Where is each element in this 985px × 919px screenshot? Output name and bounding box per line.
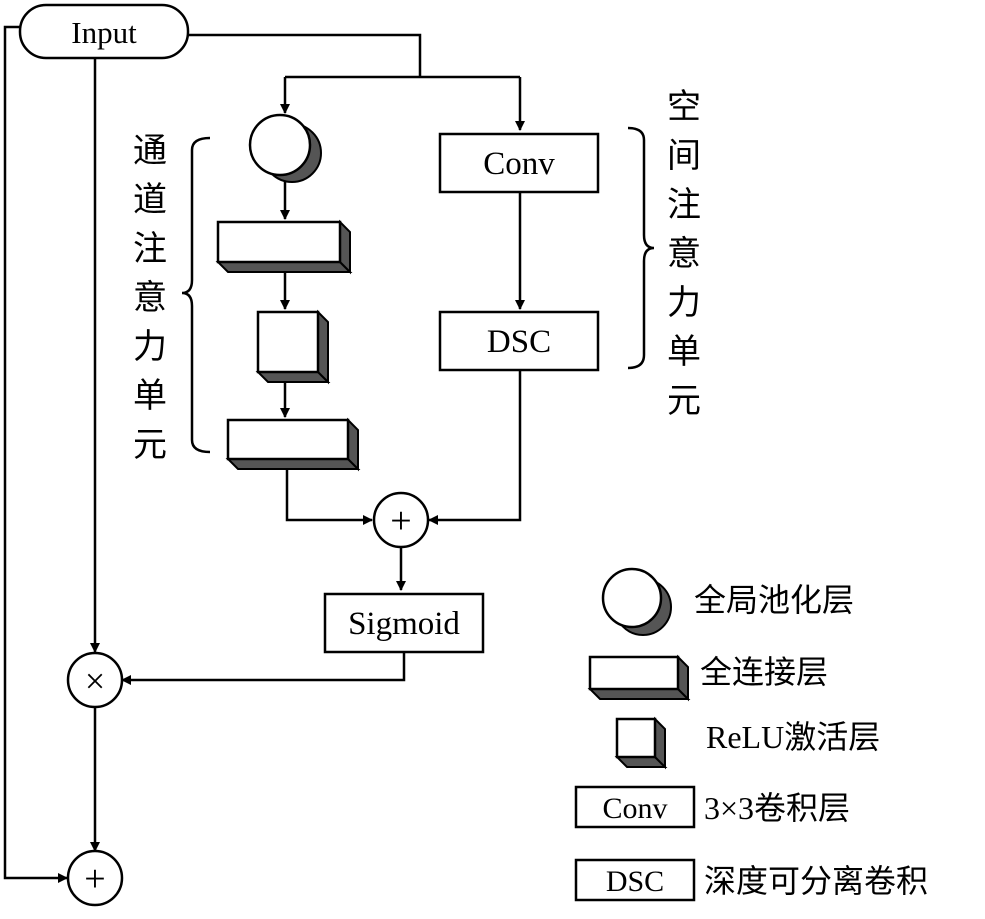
legend-pooling-label: 全局池化层 (694, 581, 854, 619)
svg-text:+: + (390, 500, 411, 542)
svg-text:Conv: Conv (483, 146, 555, 182)
svg-text:力: 力 (133, 327, 167, 367)
sigmoid-node: Sigmoid (323, 592, 485, 654)
spatial-unit-label: 空 间 注 意 力 单 元 (667, 87, 701, 421)
svg-text:Conv: Conv (602, 792, 667, 825)
svg-text:空: 空 (667, 87, 701, 127)
svg-text:单: 单 (133, 376, 167, 416)
fully-connected-icon (587, 654, 691, 702)
svg-text:注: 注 (667, 185, 701, 225)
conv-node: Conv (438, 132, 600, 194)
channel-unit-label: 通 道 注 意 力 单 元 (133, 131, 167, 465)
multiply-node: × (66, 651, 124, 709)
legend-conv-label: 3×3卷积层 (704, 790, 850, 826)
legend: 全局池化层 全连接层 ReLU激活层 Conv 3×3卷积层 DSC 深度可分离… (574, 567, 928, 902)
legend-relu-label: ReLU激活层 (706, 719, 880, 755)
svg-text:×: × (85, 661, 105, 701)
svg-text:元: 元 (133, 425, 167, 465)
svg-text:注: 注 (133, 229, 167, 269)
svg-text:+: + (84, 858, 105, 900)
input-label: Input (71, 15, 137, 50)
svg-text:意: 意 (133, 278, 167, 318)
relu-icon (614, 716, 668, 770)
channel-unit-bracket (181, 136, 211, 454)
connectors (3, 25, 525, 883)
global-pooling-icon (601, 567, 672, 636)
svg-text:Sigmoid: Sigmoid (348, 606, 460, 642)
dsc-node: DSC (438, 310, 600, 372)
svg-text:间: 间 (667, 136, 701, 176)
legend-dsc-label: 深度可分离卷积 (704, 862, 928, 900)
spatial-unit-bracket (627, 126, 655, 370)
svg-text:力: 力 (667, 283, 701, 323)
conv-box-icon: Conv (574, 785, 696, 829)
dsc-box-icon: DSC (574, 858, 696, 902)
fc-layer-2 (225, 417, 361, 472)
svg-text:DSC: DSC (487, 324, 551, 360)
svg-text:单: 单 (667, 332, 701, 372)
relu-layer (255, 309, 331, 385)
fc-layer-1 (215, 219, 353, 275)
svg-text:道: 道 (133, 180, 167, 220)
input-node: Input (18, 3, 190, 60)
svg-text:通: 通 (133, 131, 167, 171)
global-pooling-node (248, 113, 322, 183)
svg-text:DSC: DSC (606, 865, 664, 898)
add-node: + (372, 491, 430, 549)
legend-fc-label: 全连接层 (700, 653, 828, 691)
svg-text:元: 元 (667, 381, 701, 421)
output-add-node: + (66, 849, 124, 907)
svg-text:意: 意 (667, 234, 701, 274)
